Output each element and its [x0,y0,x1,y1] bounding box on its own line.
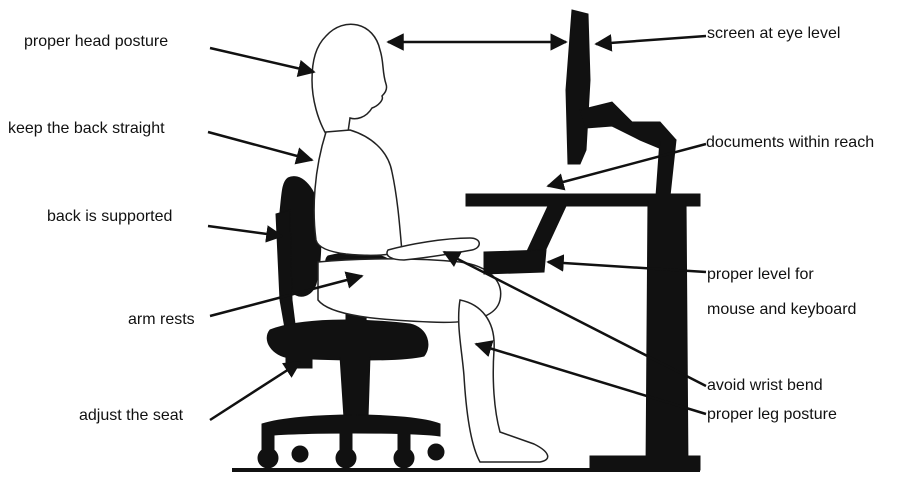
label-wrist-bend: avoid wrist bend [707,377,823,395]
label-head-posture: proper head posture [24,33,168,51]
label-leg-posture: proper leg posture [707,406,837,424]
label-mouse-level-1: proper level for [707,266,814,284]
label-screen-eye-level: screen at eye level [707,25,840,43]
label-mouse-level-2: mouse and keyboard [707,301,856,319]
support-pointer [208,226,282,236]
label-arm-rests: arm rests [128,311,195,329]
label-back-straight: keep the back straight [8,120,165,138]
label-documents-reach: documents within reach [706,134,874,152]
back-pointer [208,132,312,160]
head-pointer [210,48,314,72]
label-adjust-seat: adjust the seat [79,407,183,425]
screen-pointer [596,36,706,44]
label-back-supported: back is supported [47,208,172,226]
seat-pointer [210,362,300,420]
